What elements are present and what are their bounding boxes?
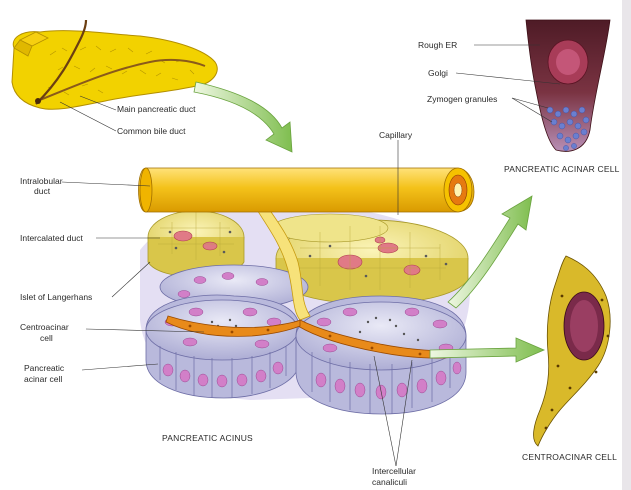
label-capillary: Capillary — [379, 130, 412, 140]
label-intralobular-duct: duct — [34, 186, 50, 196]
label-intercalated-duct: Intercalated duct — [20, 233, 83, 243]
label-common-bile-duct: Common bile duct — [117, 126, 186, 136]
label-rough-er: Rough ER — [418, 40, 457, 50]
label-main-pancreatic-duct: Main pancreatic duct — [117, 104, 195, 114]
zoom-arrow-pancreas — [194, 82, 292, 152]
label-centroacinar: Centroacinar — [20, 322, 69, 332]
centroacinar-cell-illustration — [534, 256, 611, 446]
label-golgi: Golgi — [428, 68, 448, 78]
label-intralobular: Intralobular — [20, 176, 63, 186]
label-centroacinar-cell: cell — [40, 333, 53, 343]
label-intercellular: Intercellular — [372, 466, 416, 476]
intralobular-duct — [139, 168, 475, 212]
caption-pancreatic-acinus: PANCREATIC ACINUS — [162, 433, 253, 443]
caption-pancreatic-acinar-cell: PANCREATIC ACINAR CELL — [504, 164, 620, 174]
caption-centroacinar-cell: CENTROACINAR CELL — [522, 452, 617, 462]
label-islet-of-langerhans: Islet of Langerhans — [20, 292, 92, 302]
label-pancreatic: Pancreatic — [24, 363, 64, 373]
pancreatic-acinar-cell — [456, 20, 610, 151]
label-acinar-cell: acinar cell — [24, 374, 62, 384]
bile-duct-leader — [60, 102, 116, 131]
label-zymogen-granules: Zymogen granules — [427, 94, 497, 104]
page-edge — [622, 0, 631, 490]
pancreas-organ — [12, 20, 217, 109]
label-canaliculi: canaliculi — [372, 477, 407, 487]
